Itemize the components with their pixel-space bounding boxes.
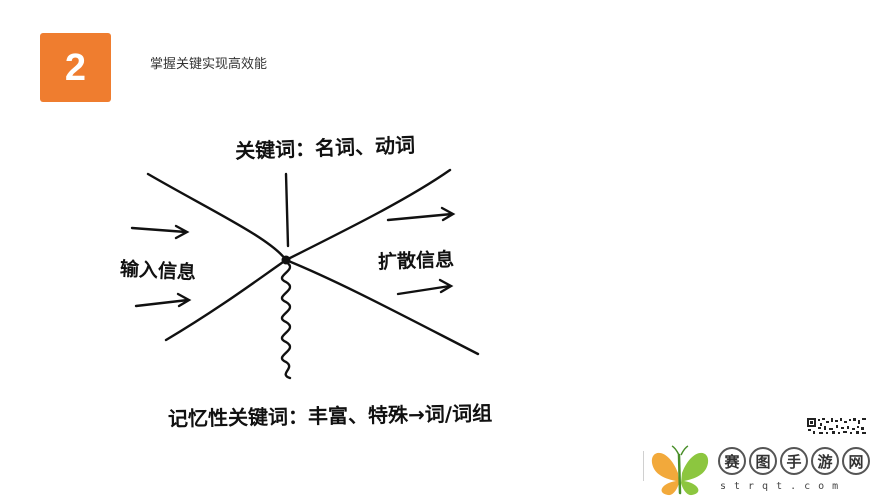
arrow-left-top-head — [174, 224, 190, 240]
right-label: 扩散信息 — [377, 248, 455, 274]
arrow-right-bottom — [396, 284, 452, 296]
bottom-label: 记忆性关键词：丰富、特殊→词/词组 — [167, 401, 493, 431]
diagram-lines — [130, 168, 480, 380]
center-dot — [281, 255, 291, 265]
brand-char: 手 — [780, 447, 808, 475]
watermark-divider — [643, 451, 644, 481]
watermark-brand: 赛 图 手 游 网 strqt.com — [648, 443, 884, 498]
brand-char: 图 — [749, 447, 777, 475]
qr-code-icon — [806, 417, 868, 435]
slide-number-badge: 2 — [40, 33, 111, 102]
watermark-url: strqt.com — [720, 481, 847, 492]
keyword-diagram: 关键词：名词、动词 输入信息 扩散信息 记忆性关键词：丰富、特殊→词/词组 — [100, 118, 560, 448]
watermark-brand-text: 赛 图 手 游 网 — [718, 447, 870, 475]
slide-title: 掌握关键实现高效能 — [150, 57, 268, 72]
spring-line — [280, 260, 292, 380]
vertical-stem — [284, 172, 290, 248]
arrow-right-bottom-head — [438, 278, 454, 294]
brand-char: 赛 — [718, 447, 746, 475]
arrow-left-bottom — [134, 298, 190, 308]
butterfly-logo-icon — [651, 445, 709, 496]
arrow-right-top-head — [440, 206, 456, 222]
left-label: 输入信息 — [119, 258, 197, 284]
arrow-left-bottom-head — [176, 292, 192, 308]
slide-number: 2 — [64, 46, 87, 89]
brand-char: 网 — [842, 447, 870, 475]
arrow-right-top — [386, 212, 454, 222]
brand-char: 游 — [811, 447, 839, 475]
arrow-left-top — [130, 226, 188, 234]
